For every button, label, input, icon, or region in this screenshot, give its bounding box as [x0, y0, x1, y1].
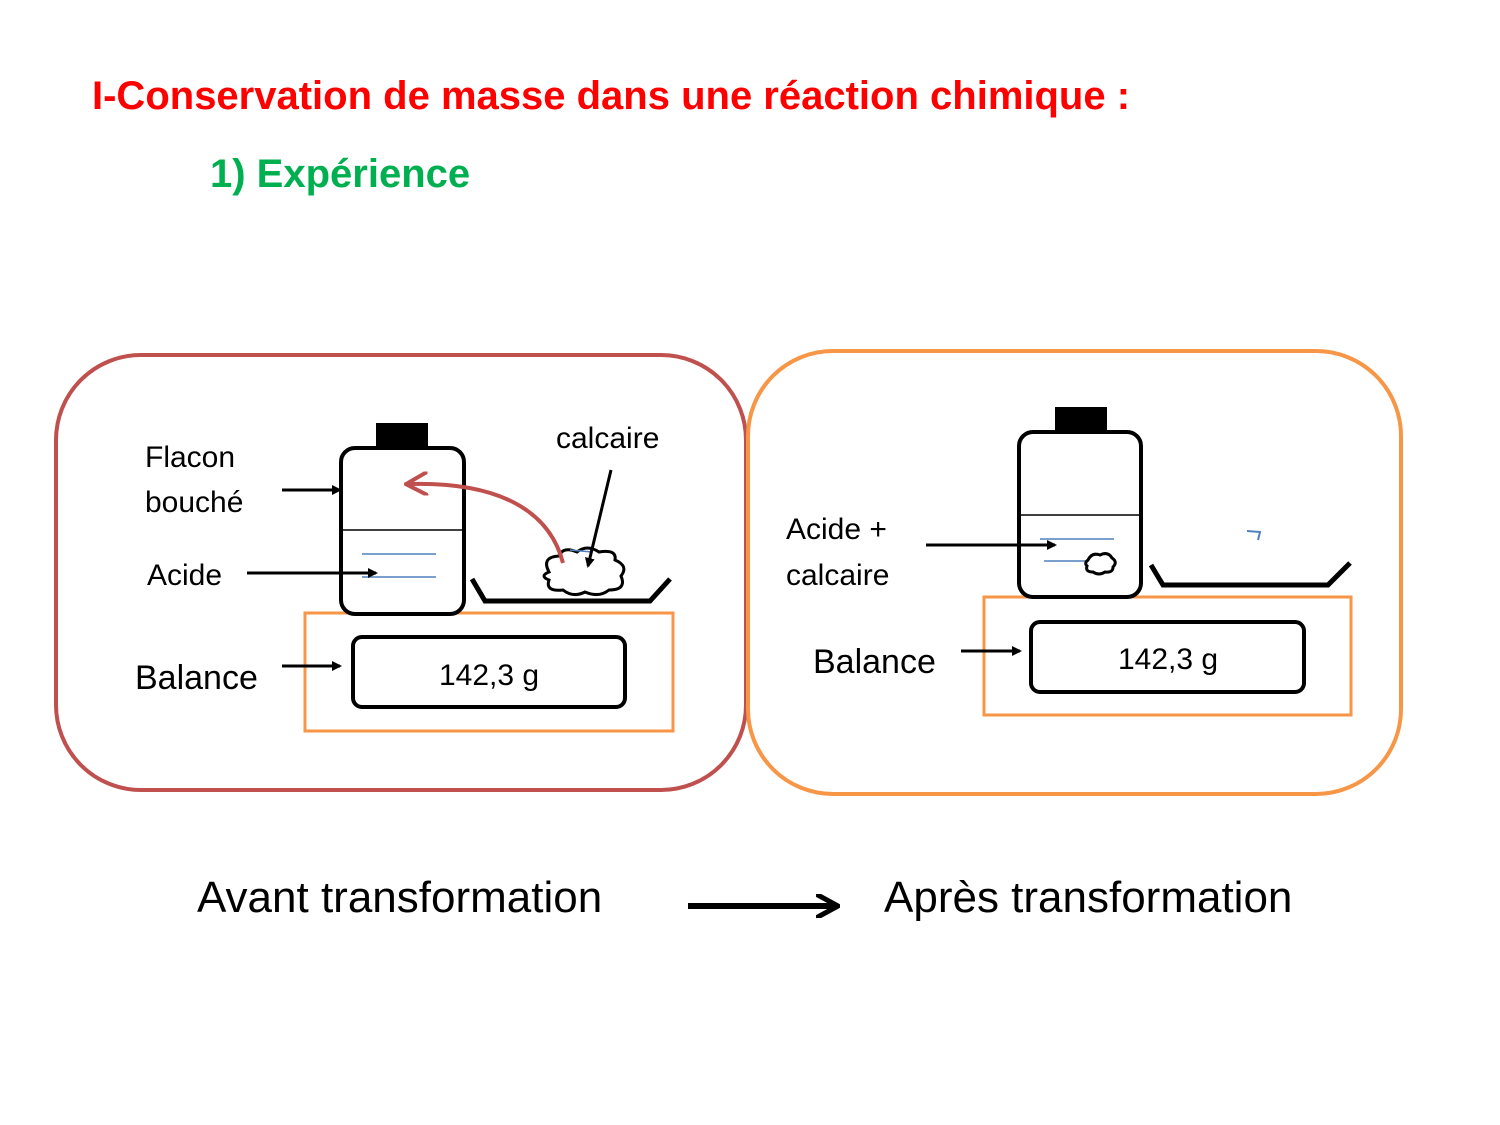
balance-body	[982, 595, 1353, 717]
flask-cap	[376, 423, 428, 450]
label-mix-line2: calcaire	[786, 559, 889, 592]
label-balance: Balance	[135, 659, 258, 697]
flask-cap	[1055, 407, 1107, 434]
weighing-tray	[469, 577, 672, 604]
limestone-chunk	[1084, 552, 1117, 576]
label-balance: Balance	[813, 643, 936, 681]
liquid-line	[569, 549, 593, 553]
balance-display	[1029, 620, 1306, 694]
balance-display-value: 142,3 g	[439, 659, 539, 692]
page-title: I-Conservation de masse dans une réactio…	[92, 74, 1131, 118]
label-mix-line1: Acide +	[786, 513, 887, 546]
label-flacon-line2: bouché	[145, 486, 243, 519]
balance-body	[303, 611, 675, 733]
caption-after: Après transformation	[884, 873, 1292, 922]
limestone-chunk	[542, 546, 626, 597]
after-frame	[746, 349, 1403, 796]
balance-display	[351, 635, 627, 709]
transfer-arrow	[410, 484, 565, 564]
section-subtitle: 1) Expérience	[210, 152, 471, 196]
after-panel: 142,3 g Acide + calcaire Balance	[746, 349, 1403, 796]
balance-display-value: 142,3 g	[1118, 643, 1218, 676]
tray-mark	[1246, 530, 1262, 541]
caption-before: Avant transformation	[197, 873, 602, 922]
label-acide: Acide	[147, 559, 222, 592]
label-calcaire: calcaire	[556, 422, 659, 455]
calcaire-pointer-arrow	[585, 469, 613, 568]
weighing-tray	[1148, 561, 1352, 588]
label-flacon-line1: Flacon	[145, 441, 235, 474]
flask-body	[339, 446, 466, 616]
before-panel: 142,3 g Flacon bouché Acide calcaire Bal…	[54, 353, 748, 792]
